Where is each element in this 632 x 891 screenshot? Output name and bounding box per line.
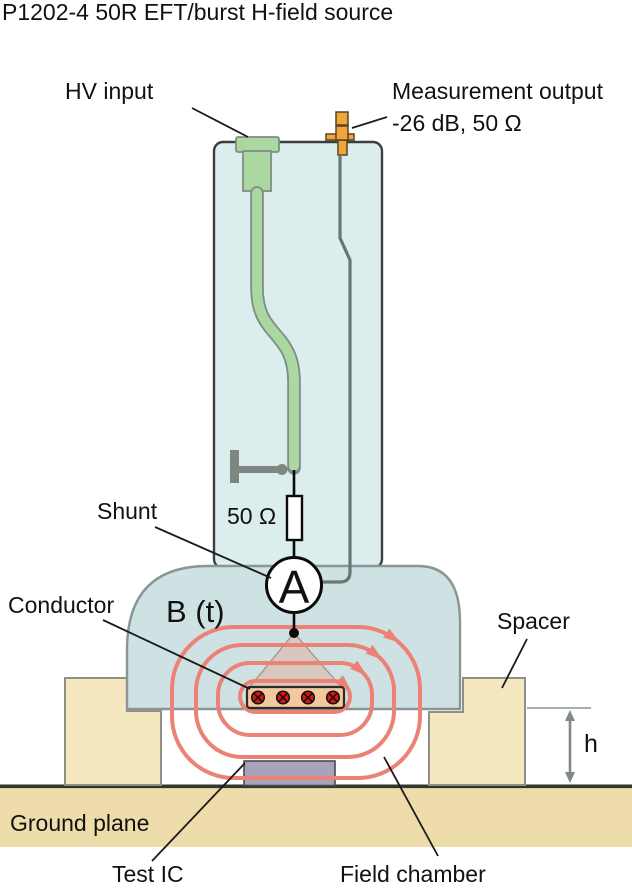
field-arrow-1 — [335, 675, 352, 692]
field-line-arrows — [335, 628, 401, 692]
test-ic-block — [243, 760, 336, 787]
diagram-title: P1202-4 50R EFT/burst H-field source — [2, 0, 393, 25]
field-lines — [170, 625, 422, 780]
measurement-wire — [322, 155, 352, 584]
field-line-loop-1 — [238, 679, 352, 714]
ammeter-shunt: A — [265, 556, 323, 614]
label-measurement-spec: -26 dB, 50 Ω — [392, 110, 522, 136]
pointer-conductor — [102, 619, 251, 690]
trimmer-tee — [230, 450, 288, 483]
pointer-field-chamber — [383, 756, 439, 857]
pointer-hv-input — [191, 107, 249, 138]
field-arrow-3 — [365, 644, 383, 660]
pointer-spacer — [501, 638, 528, 689]
height-arrow-down — [565, 772, 575, 783]
field-arrow-4 — [383, 628, 401, 643]
label-spacer: Spacer — [497, 608, 570, 634]
cone-apex-dot — [289, 628, 299, 638]
hv-connector — [235, 136, 280, 192]
label-hv-input: HV input — [65, 78, 154, 104]
pointer-measurement-output — [351, 116, 388, 129]
height-dimension — [527, 707, 591, 783]
resistor-50ohm — [285, 494, 304, 542]
height-arrow-up — [565, 710, 575, 721]
ammeter-letter: A — [279, 561, 310, 613]
spacer-right — [428, 677, 526, 786]
label-shunt: Shunt — [97, 498, 158, 524]
label-b-field: B (t) — [166, 594, 225, 629]
conductor-current-dots — [250, 690, 341, 705]
hv-cable — [250, 186, 301, 475]
field-arrow-2 — [350, 660, 367, 676]
label-conductor: Conductor — [8, 592, 114, 618]
label-ground-plane: Ground plane — [10, 810, 149, 836]
measurement-connector — [325, 111, 355, 156]
field-line-loop-4 — [170, 625, 422, 780]
label-measurement-output: Measurement output — [392, 78, 604, 104]
label-field-chamber: Field chamber — [340, 861, 486, 886]
pointer-shunt — [154, 526, 272, 579]
label-height: h — [584, 730, 598, 758]
conductor-bar — [245, 685, 346, 710]
pointer-test-ic — [151, 762, 246, 862]
label-resistor-value: 50 Ω — [227, 503, 276, 529]
field-line-loop-3 — [194, 643, 396, 759]
ground-plane-fill — [0, 788, 632, 847]
field-line-loop-2 — [216, 661, 374, 737]
label-test-ic: Test IC — [112, 861, 184, 886]
